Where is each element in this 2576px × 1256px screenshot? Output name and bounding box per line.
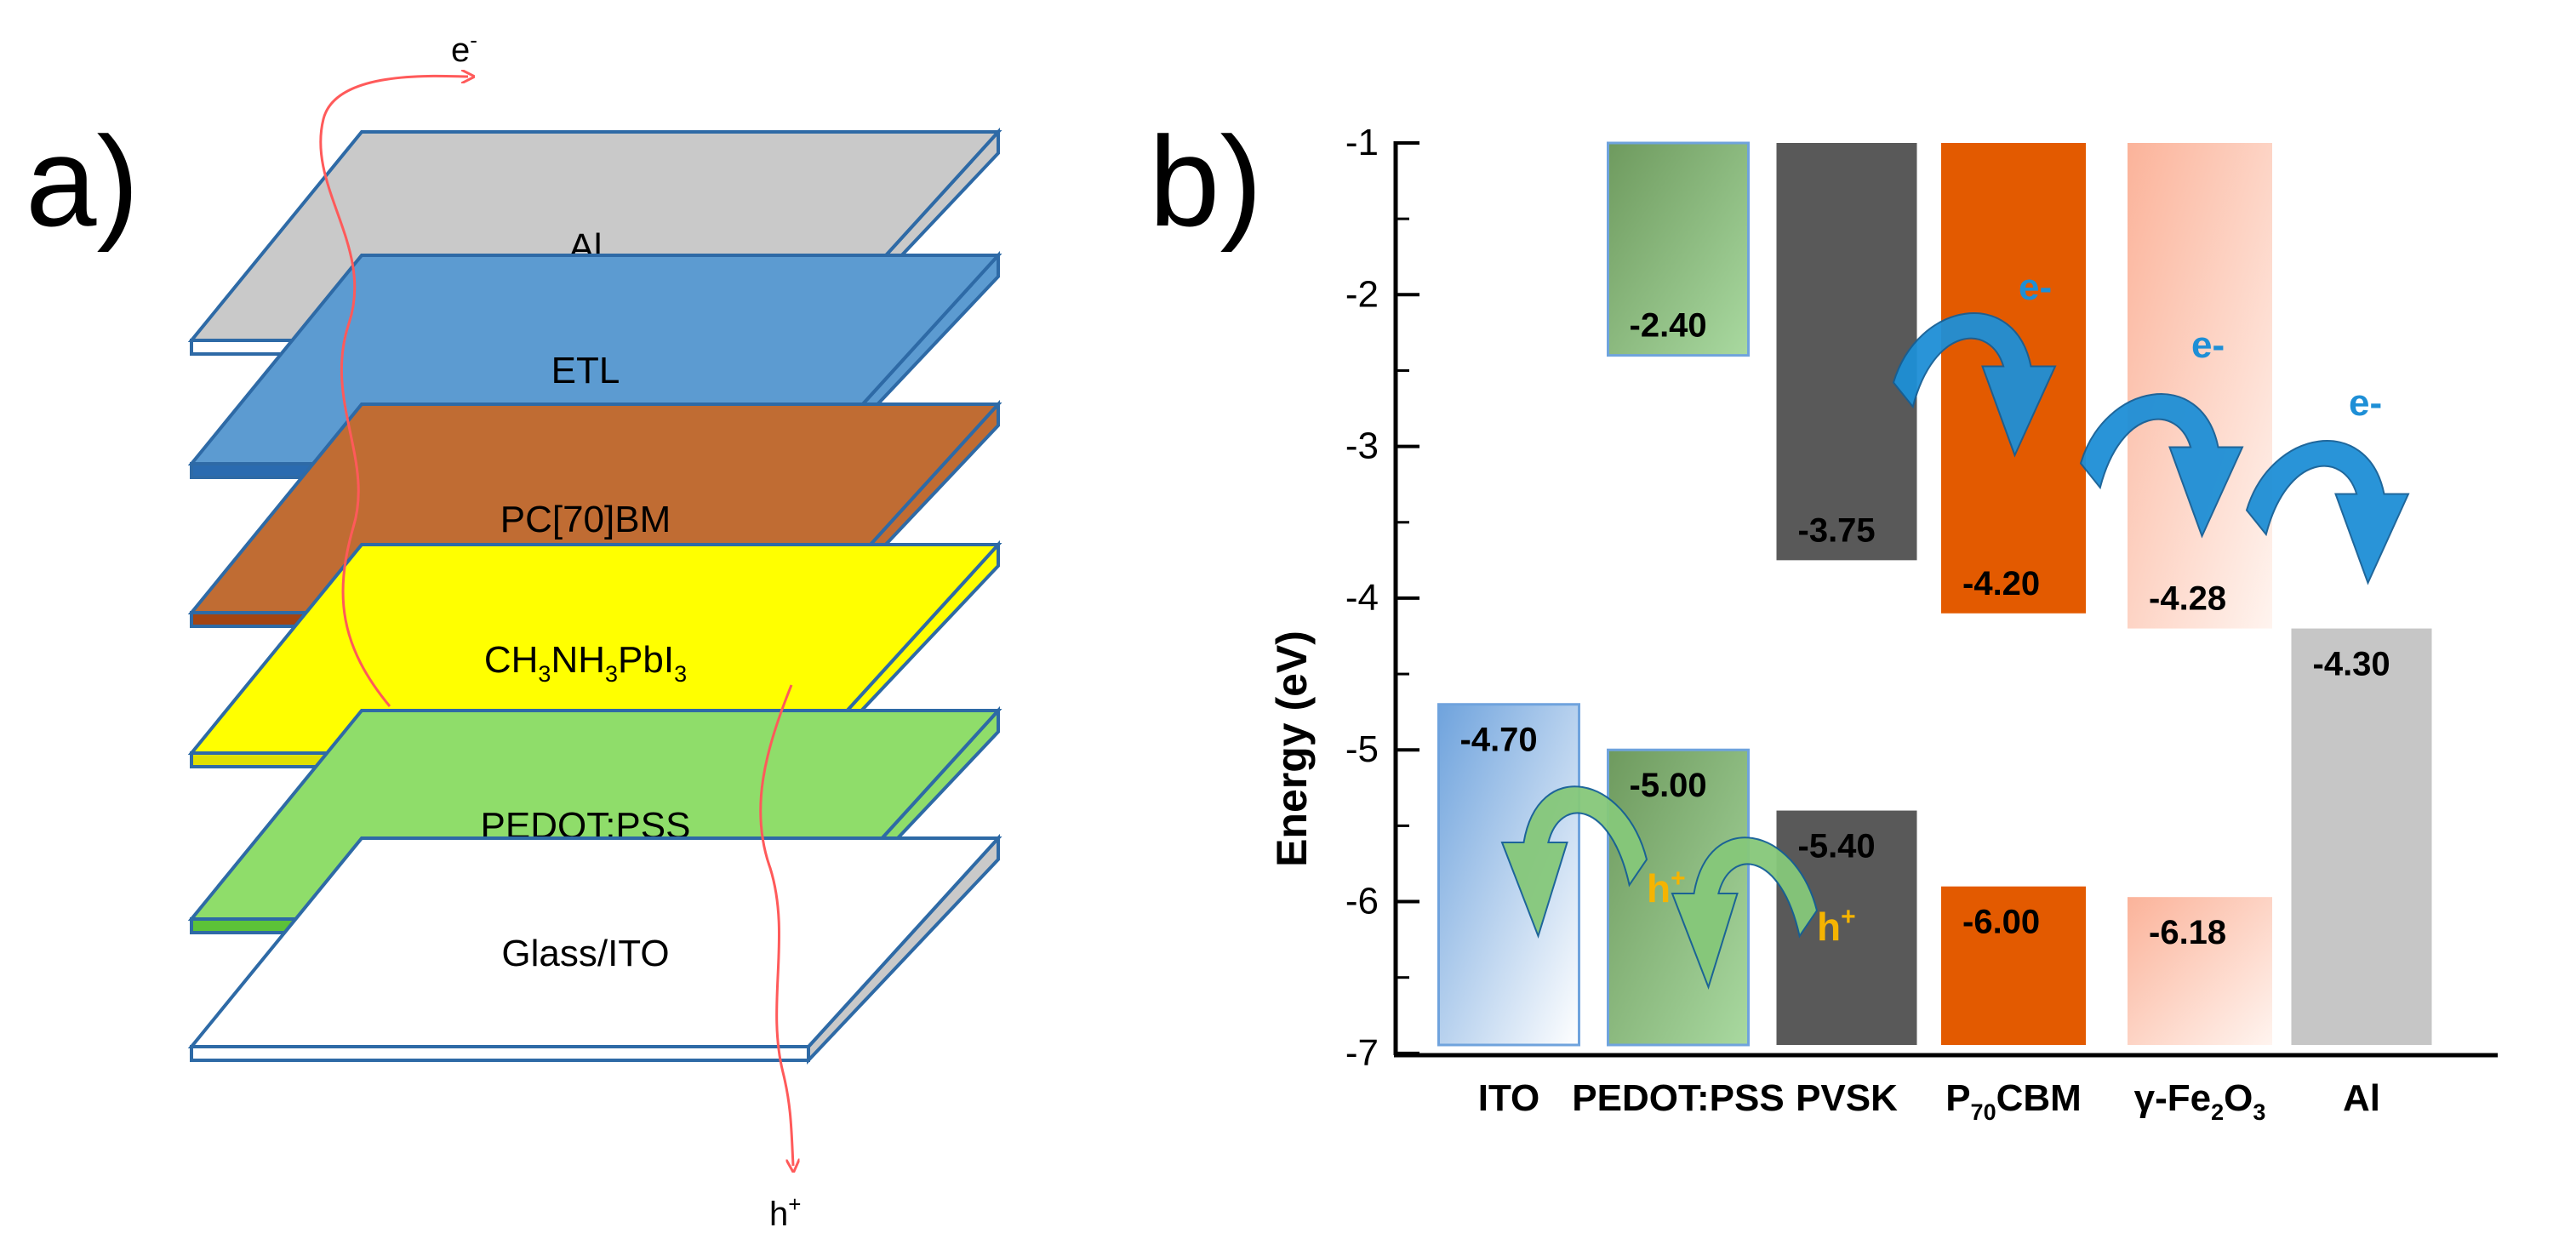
charge-transfer-arrows: e-e-e-h+ h+ [1500,266,2410,991]
layer-top-face [187,836,1002,1048]
electron-arrow-pvsk-to-pcbm [1892,312,2057,458]
energy-level-label: -3.75 [1798,511,1876,549]
energy-bars: -4.70 -2.40 -5.00 -3.75 -5.40 -4.20 -6.00 -4.28… [1437,141,2432,1047]
x-label-pvsk: PVSK [1796,1077,1898,1119]
energy-level-label: -4.30 [2313,646,2390,683]
x-label-al: Al [2343,1077,2380,1119]
layer-front-edge [190,1045,810,1062]
electron-label: e- [451,27,477,69]
y-tick-label: -3 [1345,425,1379,467]
y-axis-title: Energy (eV) [1268,631,1316,867]
electron-arrow-label: e- [2019,266,2052,308]
electron-arrow-label: e- [2349,382,2382,424]
x-label-ito: ITO [1478,1077,1540,1119]
x-label-pcbm: P70CBM [1945,1077,2082,1125]
hole-arrow-pvsk-to-pedot [1671,836,1819,991]
material-al: -4.30 [2291,628,2432,1045]
x-label-fe2o3: γ-Fe2O3 [2134,1077,2266,1125]
layer-label: Glass/ITO [501,933,669,974]
hole-path [759,684,793,1166]
energy-level-label: -5.40 [1798,828,1876,865]
panel-b-label: b) [1149,110,1262,253]
panel-a-label: a) [26,110,139,253]
hole-arrow-pedot-to-ito [1500,785,1648,939]
y-axis: -1 -2 -3 -4 -5 -6 -7 [1345,122,2498,1074]
y-tick-label: -4 [1345,577,1379,619]
y-tick-label: -7 [1345,1032,1379,1074]
energy-band-bar [1941,886,2086,1045]
panel-b: b) Energy (eV) -1 -2 -3 -4 -5 -6 -7 -4.70 -2.40… [1149,110,2498,1125]
energy-level-label: -6.18 [2149,914,2226,951]
hole-label: h+ [769,1191,801,1233]
energy-band-bar [1776,143,1917,561]
y-tick-label: -6 [1345,881,1379,922]
electron-path [319,76,468,707]
material-pcbm: -4.20 -6.00 [1941,143,2086,1045]
electron-arrow-label: e- [2191,324,2225,366]
x-axis-labels: ITO PEDOT:PSS PVSK P70CBM γ-Fe2O3 Al [1478,1077,2380,1125]
energy-band-bar [1607,141,1750,357]
material-pvsk: -3.75 -5.40 [1776,143,1917,1045]
y-tick-label: -1 [1345,122,1379,163]
layer-stack: AlETLPC[70]BMCH3NH3PbI3PEDOT:PSSGlass/IT… [187,127,1002,1065]
energy-band-bar [2128,143,2272,629]
material-pedot: -2.40 -5.00 [1607,141,1750,1047]
energy-band-bar [2291,628,2432,1045]
energy-level-label: -4.70 [1460,722,1538,759]
layer-label: CH3NH3PbI3 [484,639,687,687]
hole-arrow-label: h+ [1817,903,1856,949]
electron-arrow-fe2o3-to-al [2245,440,2410,585]
energy-level-label: -2.40 [1630,307,1707,345]
energy-level-label: -4.20 [1962,565,2040,602]
x-label-pedot: PEDOT:PSS [1572,1077,1784,1119]
y-tick-label: -5 [1345,728,1379,770]
electron-arrow-pcbm-to-fe2o3 [2079,393,2244,539]
energy-level-label: -6.00 [1962,904,2040,941]
energy-level-label: -5.00 [1630,767,1707,804]
layer-label: ETL [551,350,620,391]
panel-a: a) AlETLPC[70]BMCH3NH3PbI3PEDOT:PSSGlass… [26,27,1002,1233]
material-fe2o3: -4.28 -6.18 [2128,143,2272,1045]
layer-glass: Glass/ITO [187,833,1002,1065]
energy-level-label: -4.28 [2149,580,2226,618]
y-tick-label: -2 [1345,273,1379,315]
layer-label: PC[70]BM [500,499,671,540]
hole-arrow-label: h+ [1647,865,1686,911]
energy-band-bar [2128,897,2272,1045]
